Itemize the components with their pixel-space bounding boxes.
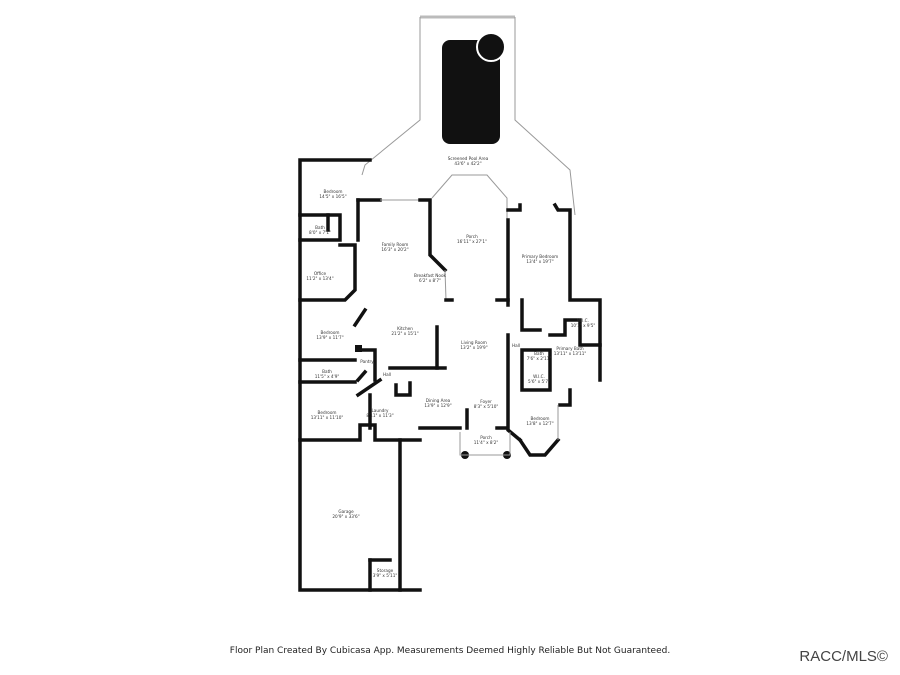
svg-text:10'1" x 9'5": 10'1" x 9'5" — [571, 323, 596, 328]
svg-text:Primary Bath: Primary Bath — [556, 346, 584, 351]
porch-columns — [459, 432, 511, 459]
svg-text:Bedroom: Bedroom — [318, 410, 337, 415]
svg-text:Storage: Storage — [377, 568, 394, 573]
porch-outline — [431, 174, 508, 220]
svg-text:Laundry: Laundry — [371, 408, 389, 413]
svg-text:W.I.C.: W.I.C. — [533, 374, 545, 379]
walls — [298, 158, 602, 592]
svg-text:Screened Pool Area: Screened Pool Area — [448, 156, 489, 161]
svg-text:16'11" x 27'1": 16'11" x 27'1" — [457, 239, 487, 244]
svg-text:8'3" x 5'10": 8'3" x 5'10" — [474, 404, 499, 409]
svg-text:7'6" x 2'11": 7'6" x 2'11" — [527, 356, 552, 361]
room-label-pantry: Pantry — [360, 359, 374, 364]
svg-text:5'6" x 5'7": 5'6" x 5'7" — [528, 379, 550, 384]
svg-text:Porch: Porch — [466, 234, 478, 239]
svg-text:20'9" x 33'6": 20'9" x 33'6" — [332, 514, 359, 519]
svg-text:8'11" x 11'3": 8'11" x 11'3" — [366, 413, 393, 418]
svg-text:Garage: Garage — [338, 509, 354, 514]
svg-text:8'0" x 7'1": 8'0" x 7'1" — [309, 230, 331, 235]
svg-text:Hall: Hall — [512, 343, 520, 348]
svg-text:3'9" x 5'11": 3'9" x 5'11" — [373, 573, 398, 578]
svg-text:Bedroom: Bedroom — [324, 189, 343, 194]
svg-text:W.I.C.: W.I.C. — [577, 318, 589, 323]
svg-text:6'2" x 8'7": 6'2" x 8'7" — [419, 278, 441, 283]
svg-text:13'4" x 19'7": 13'4" x 19'7" — [526, 259, 553, 264]
svg-text:13'9" x 12'9": 13'9" x 12'9" — [424, 403, 451, 408]
svg-text:Family Room: Family Room — [382, 242, 409, 247]
watermark: RACC/MLS© — [799, 648, 888, 665]
room-label-hall-right: Hall — [512, 343, 520, 348]
svg-text:Porch: Porch — [480, 435, 492, 440]
svg-text:Primary Bedroom: Primary Bedroom — [522, 254, 558, 259]
svg-text:21'2" x 15'1": 21'2" x 15'1" — [391, 331, 418, 336]
svg-text:Bedroom: Bedroom — [321, 330, 340, 335]
room-label-wic-2: W.I.C.5'6" x 5'7" — [528, 374, 550, 384]
disclaimer: Floor Plan Created By Cubicasa App. Meas… — [229, 646, 671, 656]
svg-text:13'11" x 13'11": 13'11" x 13'11" — [554, 351, 587, 356]
room-label-hall-left: Hall — [383, 372, 391, 377]
svg-text:43'6" x 42'2": 43'6" x 42'2" — [454, 161, 481, 166]
svg-text:13'11" x 11'10": 13'11" x 11'10" — [311, 415, 344, 420]
svg-text:Dining Area: Dining Area — [426, 398, 451, 403]
svg-text:Breakfast Nook: Breakfast Nook — [414, 273, 447, 278]
room-label-wic-1: W.I.C.10'1" x 9'5" — [571, 318, 596, 328]
svg-text:Foyer: Foyer — [480, 399, 492, 404]
svg-text:Pantry: Pantry — [360, 359, 374, 364]
pool-enclosure — [361, 15, 576, 216]
svg-text:Kitchen: Kitchen — [397, 326, 413, 331]
svg-text:11'4" x 8'2": 11'4" x 8'2" — [474, 440, 499, 445]
svg-text:Living Room: Living Room — [461, 340, 487, 345]
svg-text:11'5" x 4'9": 11'5" x 4'9" — [315, 374, 340, 379]
svg-text:Office: Office — [314, 271, 327, 276]
svg-text:Bath: Bath — [534, 351, 544, 356]
spa — [476, 32, 506, 62]
svg-text:Bath: Bath — [322, 369, 332, 374]
pool — [442, 40, 500, 144]
svg-text:14'5" x 16'5": 14'5" x 16'5" — [319, 194, 346, 199]
svg-text:Bath: Bath — [315, 225, 325, 230]
svg-text:Bedroom: Bedroom — [531, 416, 550, 421]
svg-text:16'3" x 20'2": 16'3" x 20'2" — [381, 247, 408, 252]
svg-text:11'2" x 13'4": 11'2" x 13'4" — [306, 276, 333, 281]
svg-text:13'2" x 19'9": 13'2" x 19'9" — [460, 345, 487, 350]
svg-text:13'9" x 11'7": 13'9" x 11'7" — [316, 335, 343, 340]
svg-text:13'8" x 12'7": 13'8" x 12'7" — [526, 421, 553, 426]
svg-text:Hall: Hall — [383, 372, 391, 377]
